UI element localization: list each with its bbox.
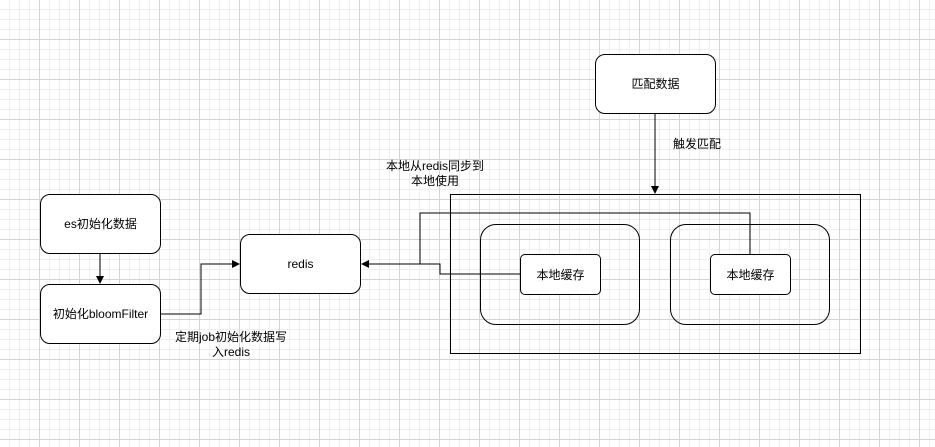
job-label-line2: 入redis [211,345,250,359]
es-init-node[interactable]: es初始化数据 [40,194,161,254]
redis-node[interactable]: redis [240,234,361,294]
app-instance-1 [480,224,640,325]
app-container [450,194,861,354]
trigger-match-label: 触发匹配 [673,137,722,151]
local-cache-2-label: 本地缓存 [726,267,775,282]
job-label-line1: 定期job初始化数据写 [174,330,287,344]
local-cache-node-1[interactable]: 本地缓存 [520,254,601,295]
sync-label-line1: 本地从redis同步到 [385,159,484,173]
es-init-label: es初始化数据 [64,217,137,231]
app-instance-2 [670,224,830,325]
match-data-label: 匹配数据 [631,77,680,91]
edge-bloom-to-redis [161,260,240,315]
match-data-node[interactable]: 匹配数据 [595,54,716,114]
bloom-filter-init-node[interactable]: 初始化bloomFilter [40,284,161,344]
edge-cache2-to-redis [419,212,751,264]
sync-label-line2: 本地使用 [410,174,459,188]
local-cache-node-2[interactable]: 本地缓存 [710,254,791,295]
local-cache-1-label: 本地缓存 [536,267,585,282]
redis-label: redis [287,257,314,271]
bloom-filter-init-label: 初始化bloomFilter [52,307,149,321]
